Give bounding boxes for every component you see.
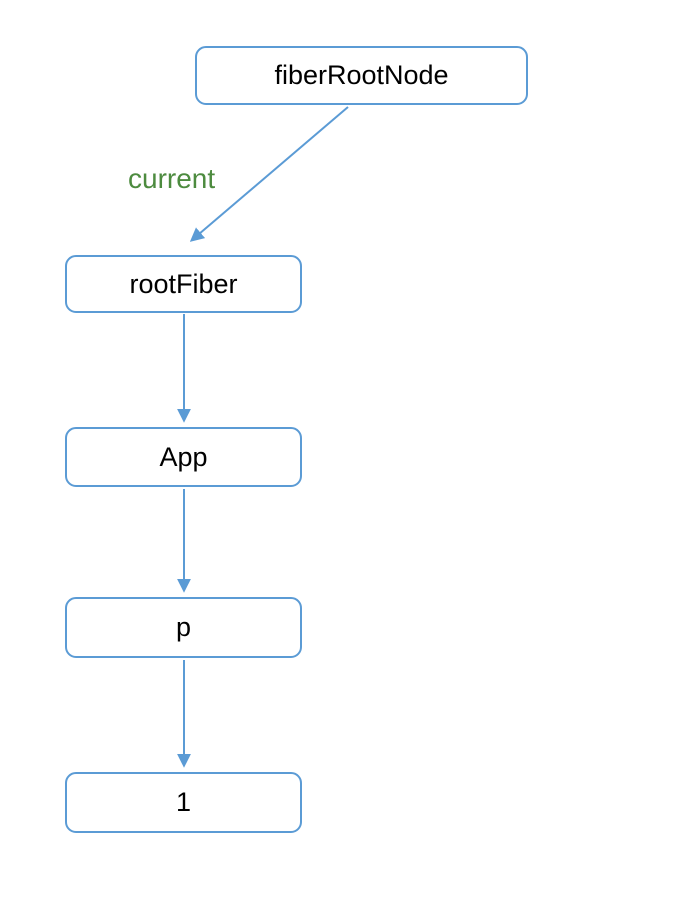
node-1: 1 xyxy=(65,772,302,833)
edge-label-current: current xyxy=(128,163,216,194)
node-fiberrootnode: fiberRootNode xyxy=(195,46,528,105)
edge-current-arrow xyxy=(189,106,349,242)
node-rootfiber: rootFiber xyxy=(65,255,302,313)
node-app: App xyxy=(65,427,302,487)
node-p: p xyxy=(65,597,302,658)
